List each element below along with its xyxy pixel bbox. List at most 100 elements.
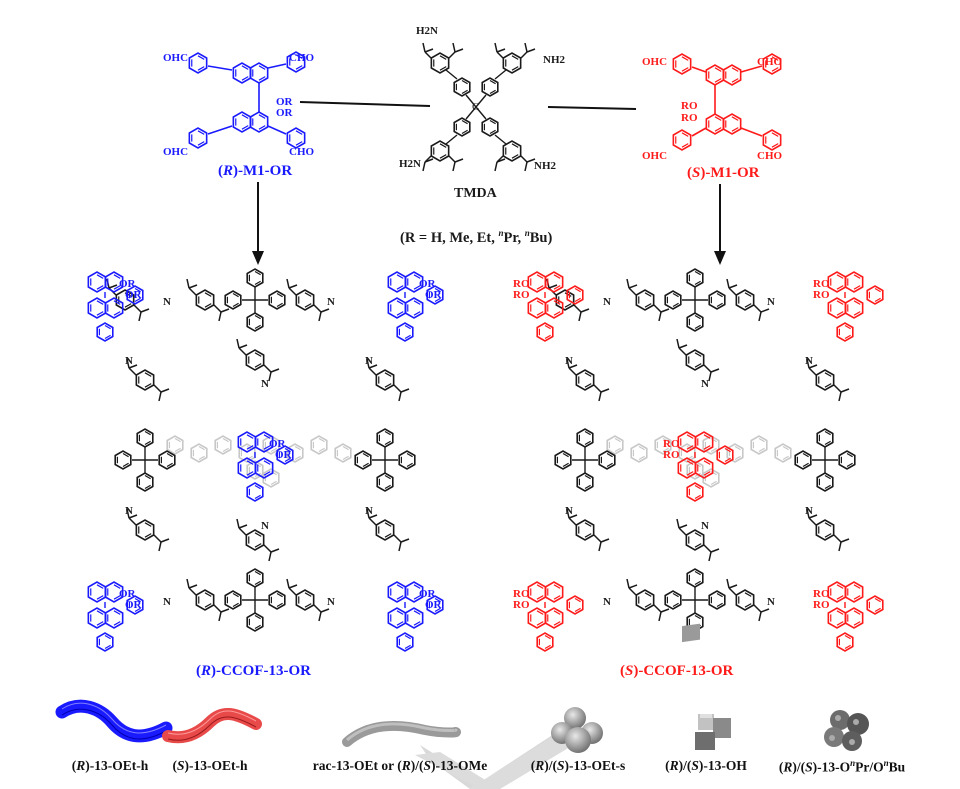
background-ring xyxy=(262,435,280,455)
double-bond xyxy=(413,621,421,626)
phenyl-ring xyxy=(453,77,471,97)
isopropyl-bond xyxy=(568,364,578,369)
double-bond xyxy=(396,285,404,290)
isopropyl-bond xyxy=(220,608,230,613)
binaphthyl-ring xyxy=(104,271,124,293)
double-bond xyxy=(295,141,303,146)
double-bond xyxy=(318,438,325,443)
double-bond xyxy=(574,598,581,603)
aniline-ring xyxy=(502,140,522,162)
double-bond xyxy=(744,592,752,597)
double-bond xyxy=(544,635,551,640)
double-bond xyxy=(686,434,694,439)
framework-substituent-label: RO xyxy=(813,289,830,301)
double-bond xyxy=(584,533,592,538)
isopropyl-bond xyxy=(368,517,377,526)
double-bond xyxy=(144,372,152,377)
n-prefix-bu: n xyxy=(524,228,530,238)
double-bond xyxy=(276,602,283,607)
tetraphenyl-ring xyxy=(708,590,726,610)
double-bond xyxy=(413,274,421,279)
label-part: )/( xyxy=(678,758,692,773)
tetraphenyl-ring xyxy=(686,312,704,332)
double-bond xyxy=(584,372,592,377)
aryl-bond xyxy=(691,66,707,73)
isopropyl-bond xyxy=(238,524,248,529)
double-bond xyxy=(124,303,132,308)
isopropyl-bond xyxy=(728,587,737,596)
r-monomer-group-cho-top: CHO xyxy=(289,52,315,64)
sphere-cluster-icon xyxy=(551,707,603,753)
isopropyl-bond xyxy=(400,538,410,543)
double-bond xyxy=(318,447,325,452)
double-bond xyxy=(489,80,496,85)
framework-substituent-label: RO xyxy=(513,289,530,301)
double-bond xyxy=(644,292,652,297)
aryl-bond xyxy=(494,69,507,80)
isopropyl-bond xyxy=(600,388,610,393)
isopropyl-bond xyxy=(628,587,637,596)
double-bond xyxy=(853,300,861,305)
double-bond xyxy=(96,285,104,290)
label-suffix: )-CCOF-13-OR xyxy=(633,663,734,679)
double-bond xyxy=(844,635,851,640)
double-bond xyxy=(824,484,831,489)
imine-nitrogen-label: N xyxy=(261,378,269,390)
tmda-amine-bottom-left: H2N xyxy=(399,158,421,170)
label-part: ( xyxy=(172,758,177,773)
cube-cluster-icon xyxy=(682,623,731,750)
double-bond xyxy=(553,610,561,615)
isopropyl-bond xyxy=(188,284,198,289)
double-bond xyxy=(853,274,861,279)
double-bond xyxy=(694,280,701,285)
isopropyl-bond xyxy=(393,384,402,393)
isopropyl-bond xyxy=(678,527,687,536)
double-bond xyxy=(644,603,652,608)
note-pr: Pr, xyxy=(503,229,525,246)
aryl-bond xyxy=(740,65,763,73)
double-bond xyxy=(710,447,717,452)
binaphthyl-ring xyxy=(404,581,424,603)
quaternary-carbon-bond xyxy=(465,106,477,120)
aryl-bond xyxy=(494,134,507,145)
phenyl-ring xyxy=(686,482,704,502)
double-bond xyxy=(802,462,809,467)
double-bond xyxy=(384,484,391,489)
double-bond xyxy=(384,440,391,445)
s-monomer-group-ro-1: RO xyxy=(681,100,698,112)
isopropyl-bond xyxy=(758,611,762,622)
imine-nitrogen-label: N xyxy=(805,355,813,367)
isopropyl-bond xyxy=(288,587,297,596)
tetraphenyl-ring xyxy=(598,450,616,470)
double-bond xyxy=(122,462,129,467)
imine-nitrogen-label: N xyxy=(603,596,611,608)
double-bond xyxy=(166,453,173,458)
isopropyl-bond xyxy=(288,584,298,589)
double-bond xyxy=(771,143,779,148)
double-bond xyxy=(731,116,739,121)
isopropyl-bond xyxy=(366,358,370,369)
imine-nitrogen-label: N xyxy=(327,596,335,608)
label-part: n xyxy=(883,758,889,768)
morphology-label: (S)-13-OEt-h xyxy=(172,758,247,774)
double-bond xyxy=(703,460,711,465)
label-suffix: )-CCOF-13-OR xyxy=(211,663,311,679)
isopropyl-bond xyxy=(808,514,818,519)
isopropyl-bond xyxy=(158,391,162,402)
r-monomer-group-ohc-bottom: OHC xyxy=(163,146,189,158)
isopropyl-bond xyxy=(213,604,222,613)
isopropyl-bond xyxy=(218,311,222,322)
imine-nitrogen-label: N xyxy=(327,296,335,308)
isopropyl-bond xyxy=(128,367,137,376)
isopropyl-bond xyxy=(728,284,738,289)
background-ring xyxy=(334,443,352,463)
double-bond xyxy=(246,434,254,439)
phenyl-ring xyxy=(96,322,114,342)
r-reaction-arrow-head xyxy=(252,251,264,265)
double-bond xyxy=(304,292,312,297)
double-bond xyxy=(241,125,249,130)
isopropyl-bond xyxy=(548,284,558,289)
double-bond xyxy=(731,67,739,72)
double-bond xyxy=(439,154,447,159)
isopropyl-bond xyxy=(758,311,762,322)
